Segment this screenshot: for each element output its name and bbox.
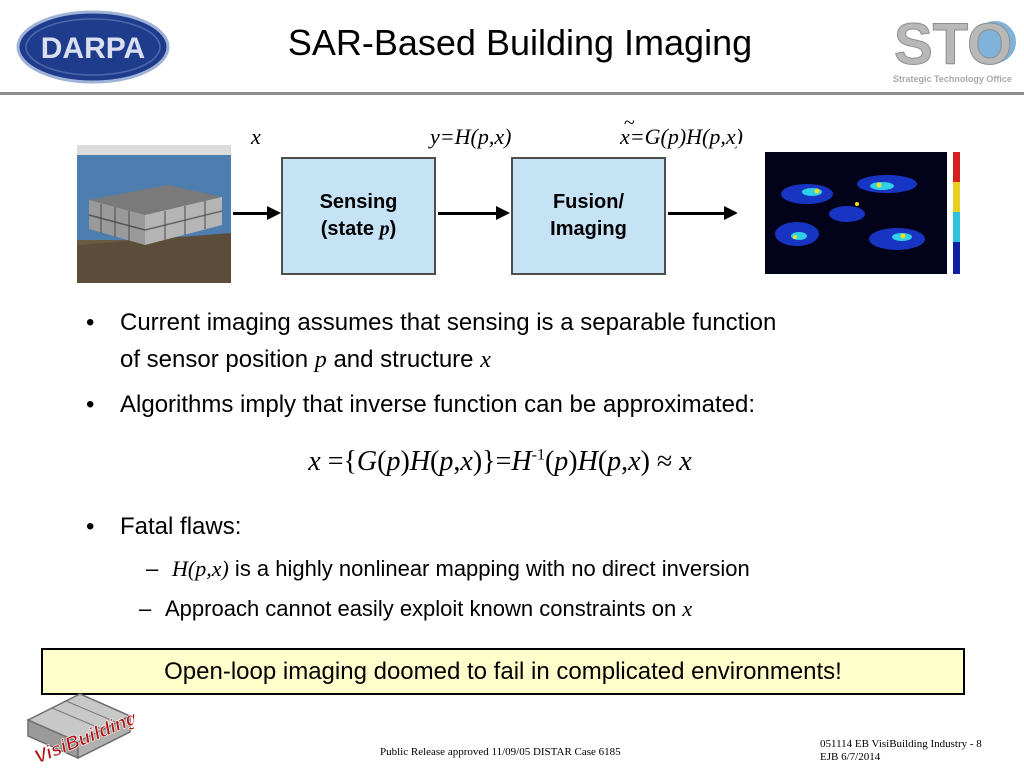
title-divider [0, 92, 1024, 95]
state-variable: p [379, 218, 390, 240]
bullet-separable-function: • Current imaging assumes that sensing i… [86, 309, 777, 373]
footer-slide-info: 051114 EB VisiBuilding Industry - 8 EJB … [820, 738, 982, 764]
tilde-mark: ~ [624, 112, 635, 134]
sub-bullet-nonlinear: – H(p,x) is a highly nonlinear mapping w… [146, 556, 750, 581]
arrow-to-sensing [233, 206, 281, 220]
arrow-to-fusion [438, 206, 510, 220]
input-structure-label: x [251, 124, 261, 149]
sto-logo: STO [894, 12, 1018, 78]
inverse-formula: x ={G(p)H(p,x)}=H-1(p)H(p,x) ≈ x [308, 446, 692, 477]
visibuilding-logo: VisiBuilding [26, 693, 134, 762]
footer-slide-ref: 051114 EB VisiBuilding Industry - 8 [820, 738, 982, 750]
sub-bullet-constraints: – Approach cannot easily exploit known c… [139, 596, 693, 621]
footer-release-note: Public Release approved 11/09/05 DISTAR … [380, 746, 621, 758]
arrow-to-sar-image [668, 206, 738, 220]
sensing-output-equation: y=H(p,x) [430, 124, 512, 149]
darpa-logo: DARPA [16, 10, 170, 84]
darpa-logo-text: DARPA [41, 32, 145, 65]
sto-logo-text: STO [894, 12, 1012, 77]
sensing-box: Sensing (state p) [281, 157, 436, 275]
building-model-image [77, 145, 231, 283]
bullet-inverse-approx: • Algorithms imply that inverse function… [86, 391, 755, 418]
sto-caption: Strategic Technology Office [893, 74, 1012, 84]
fusion-imaging-box: Fusion/ Imaging [511, 157, 666, 275]
sar-image-plot [737, 144, 971, 288]
imaging-output-equation: ~ x=G(p)H(p,x) [620, 112, 743, 149]
callout-box: Open-loop imaging doomed to fail in comp… [41, 648, 965, 695]
sensing-box-title: Sensing [319, 191, 398, 213]
bullet-fatal-flaws: • Fatal flaws: [86, 513, 242, 540]
footer-author-date: EJB 6/7/2014 [820, 751, 881, 763]
slide-title: SAR-Based Building Imaging [287, 22, 753, 63]
